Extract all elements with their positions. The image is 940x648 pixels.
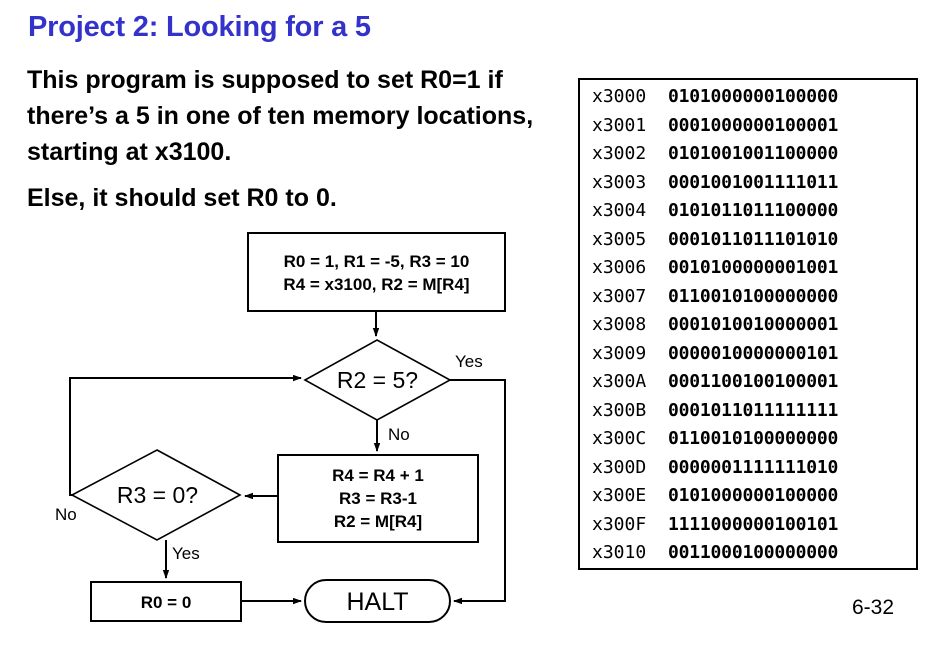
memory-address: x3008 (592, 314, 647, 335)
memory-bits: 0110010100000000 (668, 428, 839, 449)
memory-row: x3000 0101000000100000 (592, 86, 838, 115)
memory-listing-table: x3000 0101000000100000 x3001 00010000001000… (578, 78, 918, 570)
memory-bits: 0101011011100000 (668, 200, 839, 221)
result-box-shape (90, 581, 242, 622)
flowchart-diagram (69, 232, 506, 623)
edge-r3-no-loopback (69, 374, 302, 496)
memory-row: x3006 0010100000001001 (592, 257, 838, 286)
body-paragraph-2: Else, it should set R0 to 0. (27, 184, 337, 212)
memory-bits: 0110010100000000 (668, 285, 839, 307)
memory-address: x3004 (592, 200, 647, 221)
memory-row: x300C 0110010100000000 (592, 428, 838, 457)
memory-address: x3010 (592, 542, 647, 563)
memory-row: x300E 0101000000100000 (592, 485, 838, 514)
memory-bits: 0001000000100001 (668, 114, 839, 136)
body-paragraph-1: This program is supposed to set R0=1 if … (27, 66, 534, 166)
update-box-line-2: R3 = R3-1 (339, 489, 417, 508)
memory-address: x300E (592, 485, 647, 506)
memory-address: x3005 (592, 228, 647, 250)
memory-bits: 0000001111111010 (668, 456, 839, 478)
memory-row: x300B 0001011011111111 (592, 400, 838, 429)
edge-r2-yes-to-halt (450, 379, 506, 605)
update-box-line-1: R4 = R4 + 1 (332, 466, 424, 485)
init-box-shape (247, 232, 506, 312)
memory-bits: 0101001001100000 (668, 143, 839, 164)
init-box-line-2: R4 = x3100, R2 = M[R4] (283, 275, 470, 294)
decision-r2-label: R2 = 5? (336, 367, 419, 393)
memory-address: x3007 (592, 285, 647, 307)
memory-bits: 0001100100100001 (668, 371, 839, 392)
memory-row: x3005 0001011011101010 (592, 229, 838, 258)
memory-bits: 0101000000100000 (668, 485, 839, 506)
memory-address: x300D (592, 456, 647, 478)
memory-row: x3002 0101001001100000 (592, 143, 838, 172)
decision-r2-yes-label: Yes (455, 352, 483, 371)
memory-address: x300B (592, 399, 647, 421)
memory-address: x3001 (592, 114, 647, 136)
memory-bits: 0001011011111111 (668, 399, 839, 421)
memory-bits: 0001011011101010 (668, 228, 839, 250)
memory-row: x3010 0011000100000000 (592, 542, 838, 571)
memory-row: x300F 1111000000100101 (592, 514, 838, 543)
memory-row: x3007 0110010100000000 (592, 286, 838, 315)
memory-row: x3008 0001010010000001 (592, 314, 838, 343)
memory-bits: 0001001001111011 (668, 171, 839, 193)
init-box-line-1: R0 = 1, R1 = -5, R3 = 10 (283, 252, 470, 271)
decision-r3-yes-label: Yes (172, 544, 200, 563)
memory-address: x3009 (592, 342, 647, 364)
memory-address: x3000 (592, 86, 647, 107)
memory-bits: 0001010010000001 (668, 314, 839, 335)
halt-shape (304, 579, 451, 623)
decision-r3-label: R3 = 0? (116, 482, 199, 508)
halt-label: HALT (346, 588, 409, 616)
memory-bits: 0011000100000000 (668, 542, 839, 563)
decision-r3-shape (70, 449, 242, 541)
memory-row: x300D 0000001111111010 (592, 457, 838, 486)
update-box-line-3: R2 = M[R4] (333, 512, 423, 531)
memory-row: x3004 0101011011100000 (592, 200, 838, 229)
memory-address: x3002 (592, 143, 647, 164)
memory-address: x300A (592, 371, 647, 392)
memory-rows-container: x3000 0101000000100000 x3001 00010000001000… (592, 86, 838, 571)
memory-address: x300C (592, 428, 647, 449)
memory-address: x3003 (592, 171, 647, 193)
memory-bits: 0000010000000101 (668, 342, 839, 364)
decision-r2-no-label: No (388, 425, 410, 444)
decision-r3-no-label: No (55, 505, 77, 524)
memory-row: x300A 0001100100100001 (592, 371, 838, 400)
page-number: 6-32 (852, 596, 895, 619)
memory-row: x3009 0000010000000101 (592, 343, 838, 372)
memory-bits: 0101000000100000 (668, 86, 839, 107)
memory-address: x3006 (592, 257, 647, 278)
memory-row: x3001 0001000000100001 (592, 115, 838, 144)
update-box-shape (277, 454, 479, 543)
memory-bits: 1111000000100101 (668, 513, 839, 535)
memory-row: x3003 0001001001111011 (592, 172, 838, 201)
memory-bits: 0010100000001001 (668, 257, 839, 278)
memory-address: x300F (592, 513, 647, 535)
result-box-label: R0 = 0 (140, 593, 192, 612)
page-title: Project 2: Looking for a 5 (28, 11, 371, 43)
